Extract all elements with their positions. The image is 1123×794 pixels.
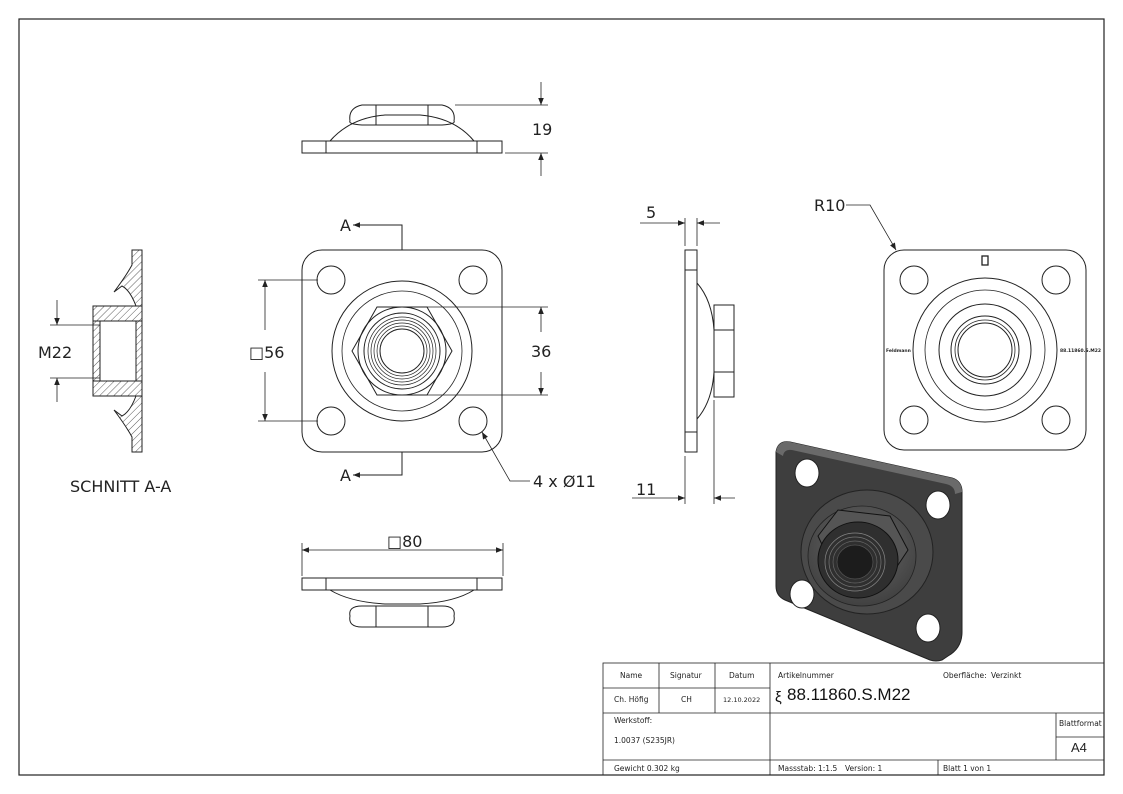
drawing-frame [18,18,1105,776]
top-elevation-view [301,82,548,176]
engraving-right: 88.11860.S.M22 [1060,348,1101,354]
dim-side-11: 11 [636,480,656,499]
section-view [50,249,143,453]
tb-sheet-format: A4 [1071,740,1087,755]
tb-version: Version: 1 [845,764,882,773]
dim-nut-36: 36 [531,342,551,361]
dim-square-56: □56 [249,343,284,362]
dim-plate-thickness: 5 [646,203,656,222]
tb-material-label: Werkstoff: [614,716,652,725]
tb-material-value: 1.0037 (S235JR) [614,736,675,745]
tb-date-header: Datum [729,671,754,680]
tb-weight: Gewicht 0.302 kg [614,764,680,773]
rear-view [846,204,1087,451]
dim-height: 19 [532,120,552,139]
tb-article-number: 88.11860.S.M22 [787,685,911,704]
dim-radius: R10 [814,196,845,215]
section-label: SCHNITT A-A [70,477,171,496]
tb-scale: Massstab: 1:1.5 [778,764,837,773]
front-view [258,222,548,482]
tb-signature: CH [681,695,692,704]
tb-article-label: Artikelnummer [778,671,835,680]
tb-surface-label: Oberfläche: [943,671,987,680]
tb-name: Ch. Höfig [614,695,649,704]
tb-sheet: Blatt 1 von 1 [943,764,991,773]
section-marker-bottom: A [340,466,351,485]
tb-signature-header: Signatur [670,671,703,680]
tb-surface-value: Verzinkt [991,671,1021,680]
side-view [632,218,735,504]
isometric-view [775,441,963,662]
dim-thread: M22 [38,343,72,362]
tb-date: 12.10.2022 [723,696,760,704]
tb-article-prefix: ξ [775,689,782,706]
section-marker-top: A [340,216,351,235]
bottom-elevation-view [301,543,504,628]
tb-sheet-format-label: Blattformat [1059,719,1102,728]
engraving-left: Feldmann [886,348,911,354]
tb-name-header: Name [620,671,643,680]
title-block [602,662,1105,776]
dim-hole-callout: 4 x Ø11 [533,472,596,491]
dim-square-80: □80 [387,532,422,551]
